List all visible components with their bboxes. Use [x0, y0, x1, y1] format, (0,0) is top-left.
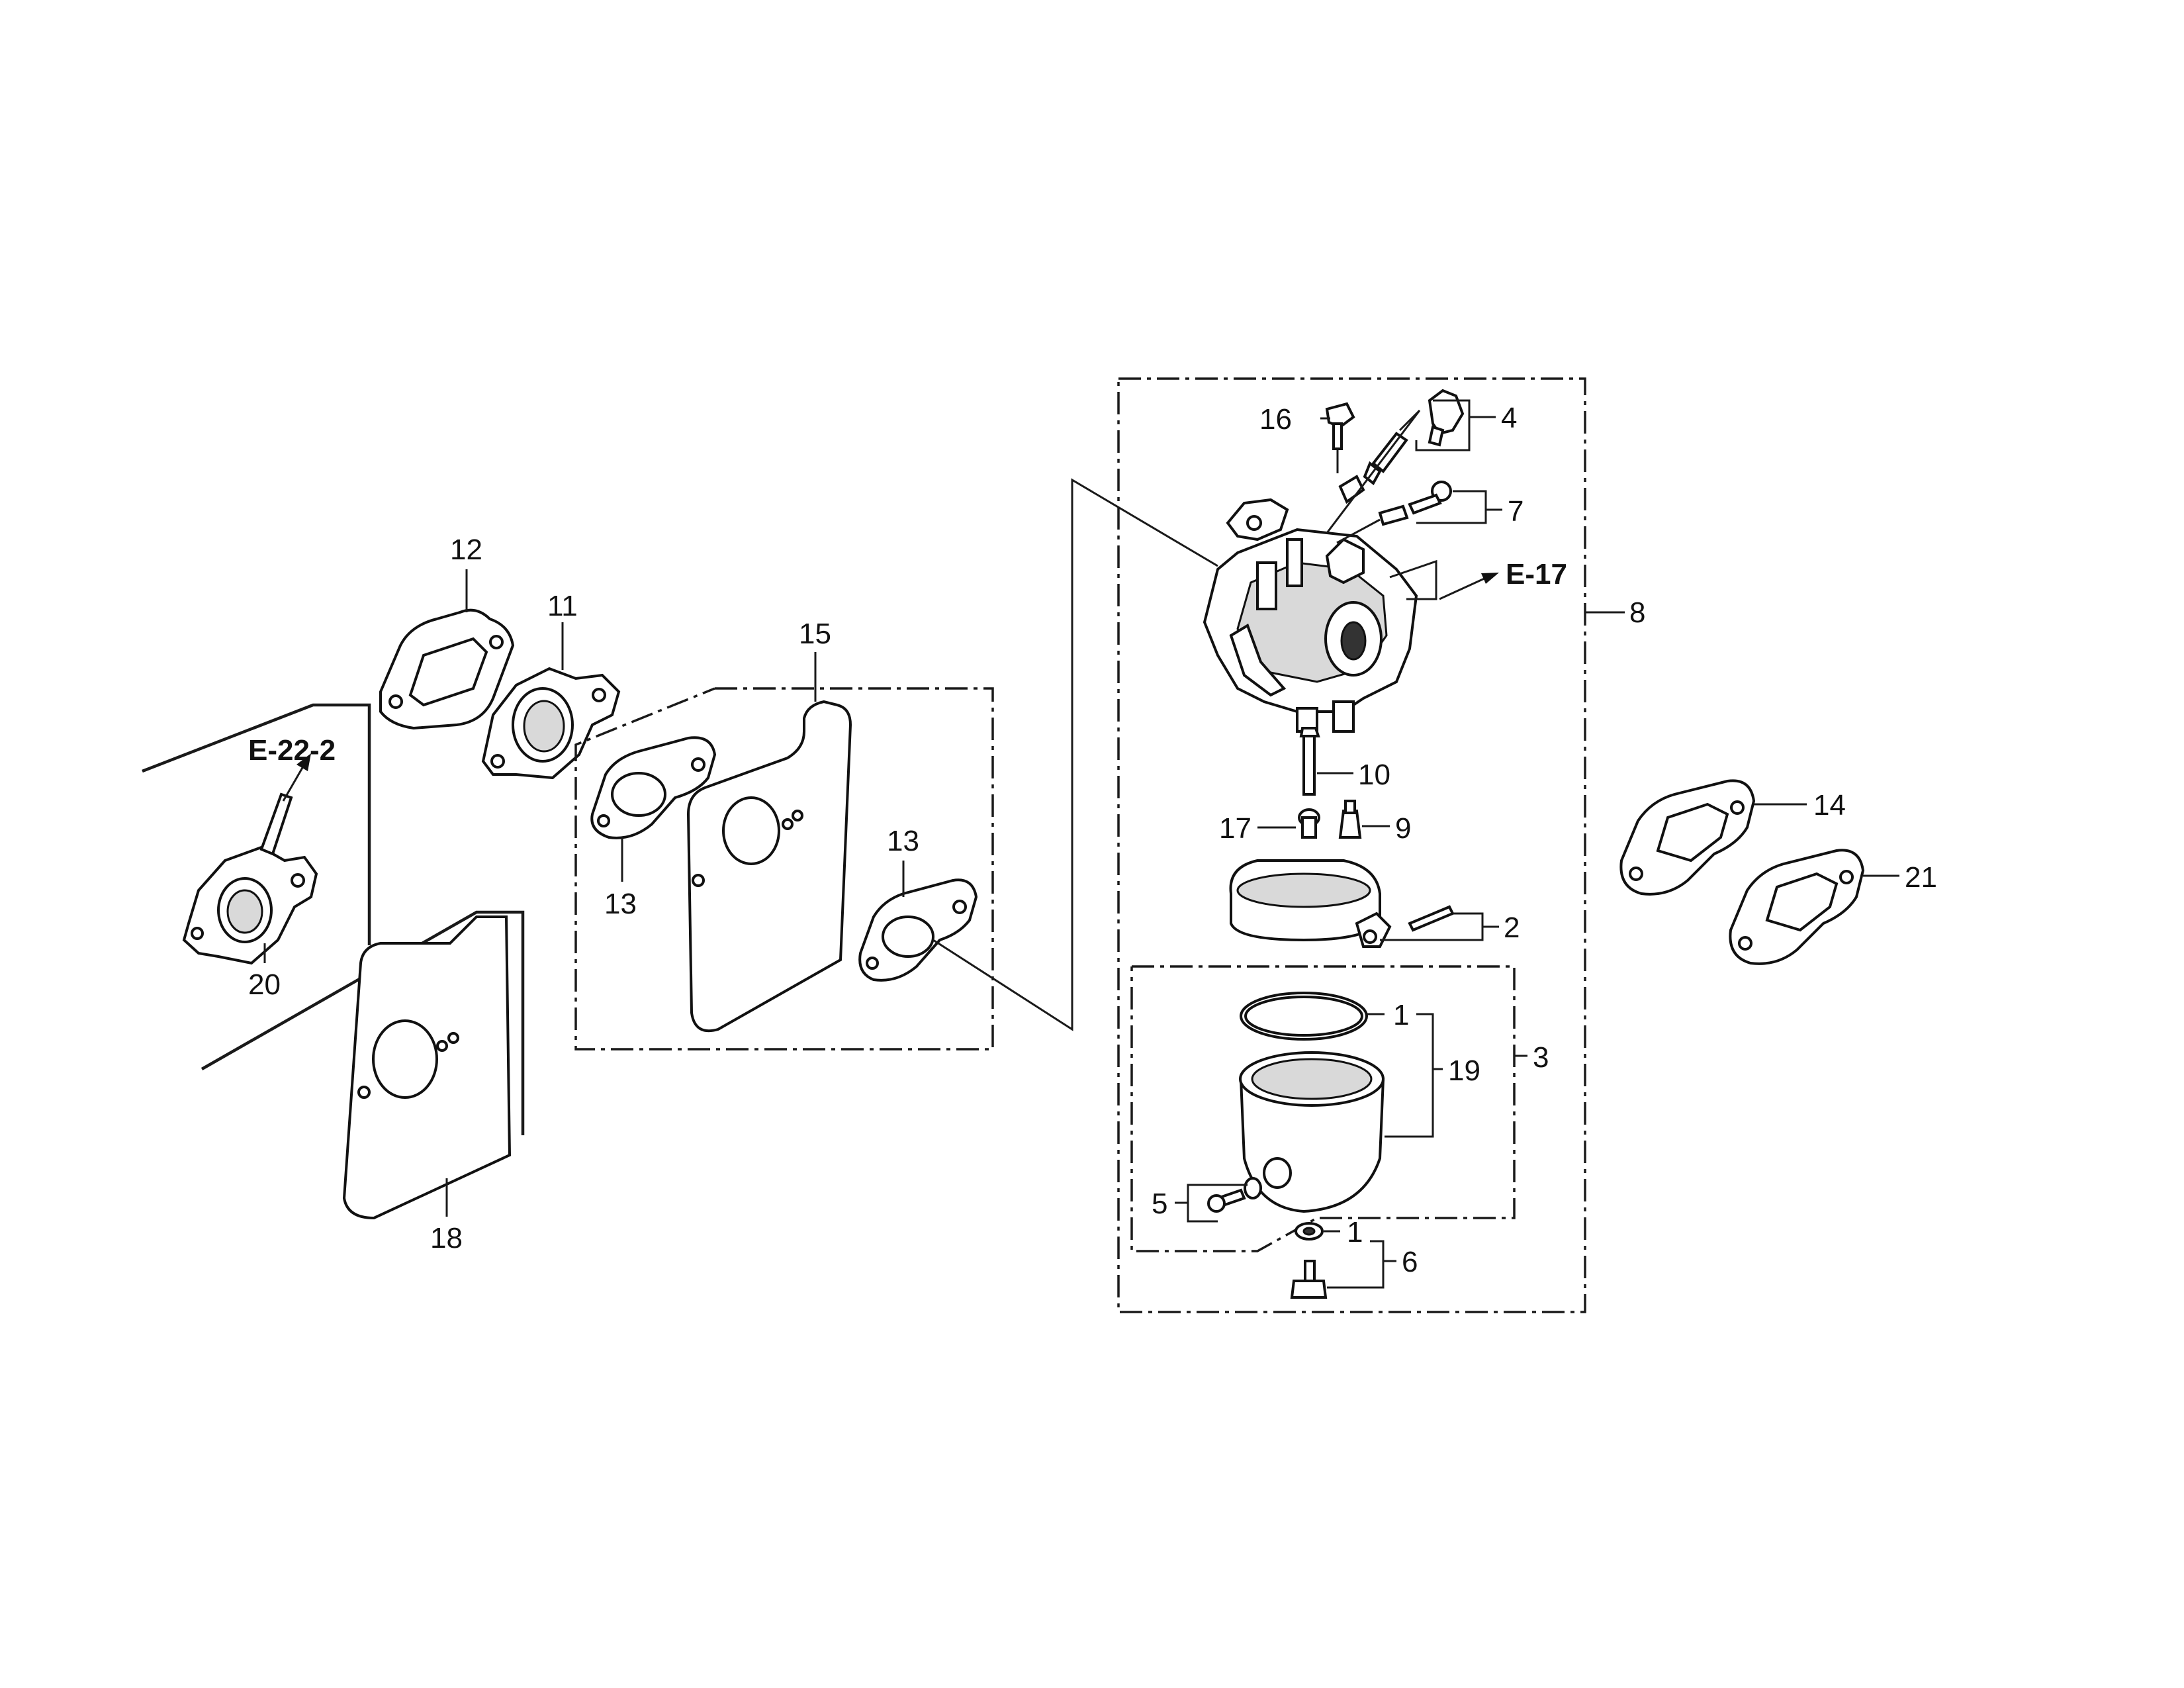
insulator-part-20 [182, 792, 318, 965]
callout-13-right: 13 [887, 825, 919, 857]
gasket-part-12 [379, 608, 515, 730]
callout-12: 12 [450, 534, 482, 566]
callout-20: 20 [248, 968, 281, 1001]
callout-5: 5 [1152, 1188, 1167, 1220]
gasket-part-13-left [590, 736, 717, 839]
jet-part-17 [1298, 808, 1320, 839]
callout-16: 16 [1259, 403, 1292, 436]
screw-part-16 [1325, 402, 1355, 473]
callout-17: 17 [1219, 812, 1251, 845]
screw-part-7 [1336, 481, 1452, 544]
connector-line [933, 478, 1218, 1031]
plate-part-15 [686, 700, 852, 1033]
insulator-part-11 [481, 667, 621, 780]
leader-lines [263, 399, 1899, 1289]
box-part-15 [574, 687, 994, 1051]
gasket-part-14 [1619, 779, 1756, 896]
valve-part-9 [1338, 800, 1362, 839]
arrow-to-e22-2 [282, 753, 311, 802]
callout-8: 8 [1629, 596, 1645, 629]
float-part-2 [1229, 859, 1455, 948]
screw-part-5 [1207, 1177, 1262, 1213]
callout-21: 21 [1905, 861, 1937, 894]
box-part-8 [1117, 377, 1586, 1313]
pin-part-10 [1299, 727, 1320, 796]
callout-11: 11 [547, 590, 578, 622]
ref-e17: E-17 [1506, 558, 1567, 590]
callout-7: 7 [1508, 495, 1524, 528]
gasket-part-13-right [858, 878, 978, 982]
left-enclosure-lines [142, 703, 525, 1135]
callout-9: 9 [1395, 812, 1411, 845]
callout-15: 15 [799, 618, 831, 650]
o-ring-part-1-upper [1240, 992, 1368, 1041]
callout-6: 6 [1402, 1246, 1418, 1278]
ref-e22-2: E-22-2 [248, 734, 336, 767]
bolt-part-6 [1290, 1222, 1328, 1299]
gasket-part-21 [1729, 849, 1865, 965]
callout-13-left: 13 [604, 888, 637, 920]
callout-1-lower: 1 [1347, 1216, 1363, 1248]
callout-3: 3 [1533, 1041, 1549, 1074]
callout-2: 2 [1504, 912, 1520, 944]
callout-4: 4 [1501, 402, 1517, 434]
carburetor-body [1203, 498, 1418, 733]
shield-part-18 [342, 915, 512, 1220]
callout-10: 10 [1358, 759, 1390, 791]
callout-1-upper: 1 [1393, 999, 1409, 1031]
callout-18: 18 [430, 1222, 463, 1254]
callout-14: 14 [1813, 789, 1846, 821]
bowl-part-19 [1239, 1051, 1385, 1213]
callout-19: 19 [1448, 1055, 1480, 1087]
